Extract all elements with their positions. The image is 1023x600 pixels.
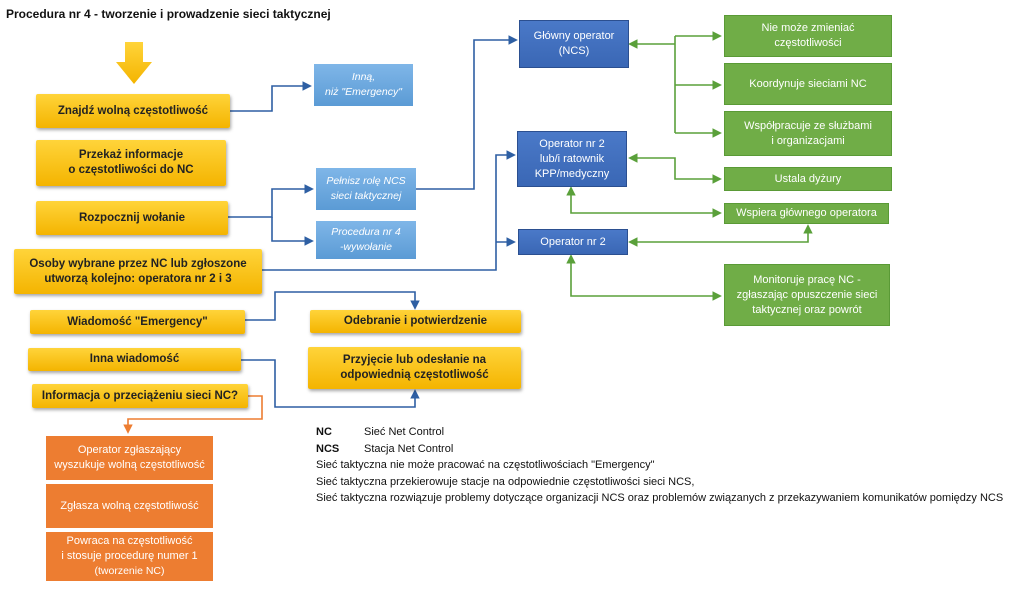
other-message-box: Inna wiadomość	[28, 348, 241, 371]
link-find-other	[230, 81, 312, 112]
duty-box: Ustala dyżury	[724, 167, 892, 191]
accept-redirect-box: Przyjęcie lub odesłanie na odpowiednią c…	[308, 347, 521, 389]
no-freq-change-line1: Nie może zmieniać	[761, 22, 855, 34]
link-emergency-receive	[245, 291, 420, 321]
diagram-title: Procedura nr 4 - tworzenie i prowadzenie…	[6, 7, 331, 21]
start-arrow-icon	[116, 42, 152, 84]
emergency-box: Wiadomość "Emergency"	[30, 310, 245, 334]
report-frequency-box: Zgłasza wolną częstotliwość	[46, 484, 213, 528]
legend-ncs-text: Stacja Net Control	[364, 442, 454, 455]
start-call-label: Rozpocznij wołanie	[78, 211, 186, 224]
legend-line1: Sieć taktyczna nie może pracować na częs…	[316, 459, 655, 471]
ncs-role-box: Pełnisz rolę NCS sieci taktycznej	[316, 168, 416, 210]
legend: NC Sieć Net Control NCS Stacja Net Control…	[316, 424, 1003, 507]
overload-label: Informacja o przeciążeniu sieci NC?	[41, 389, 239, 402]
operator3-box: Operator nr 2	[518, 229, 628, 255]
find-frequency-label: Znajdź wolną częstotliwość	[57, 104, 209, 117]
link-op3-support	[628, 224, 813, 247]
link-op2-duty	[628, 153, 722, 184]
cooperates-box: Współpracuje ze służbami i organizacjami	[724, 111, 892, 156]
operator2-line3: KPP/medyczny	[534, 167, 610, 180]
legend-line3: Sieć taktyczna rozwiązuje problemy dotyc…	[316, 492, 1004, 504]
link-overload-orange	[123, 395, 263, 434]
monitor-line2: zgłaszając opuszczenie sieci	[736, 288, 878, 301]
link-role-main	[416, 35, 518, 190]
operator2-line2: lub/i ratownik	[539, 152, 605, 165]
procedure-call-line2: -wywołanie	[340, 241, 392, 253]
link-call-role	[228, 184, 314, 218]
accept-redirect-line1: Przyjęcie lub odesłanie na	[342, 354, 487, 366]
pass-info-line1: Przekaż informacje	[78, 149, 184, 161]
receive-confirm-label: Odebranie i potwierdzenie	[343, 315, 488, 327]
other-than-emergency-line2: niż "Emergency"	[325, 86, 402, 98]
other-than-emergency-line1: Inną,	[351, 71, 376, 83]
persons-line1: Osoby wybrane przez NC lub zgłoszone	[29, 257, 247, 270]
coordinates-label: Koordynuje sieciami NC	[749, 77, 867, 90]
pass-info-line2: o częstotliwości do NC	[68, 164, 194, 176]
link-call-proc	[271, 217, 314, 246]
persons-line2: utworzą kolejno: operatora nr 2 i 3	[44, 272, 232, 285]
return-frequency-line2: i stosuje procedurę numer 1	[61, 550, 198, 562]
main-operator-line2: (NCS)	[558, 45, 590, 57]
return-frequency-line3: (tworzenie NC)	[94, 565, 165, 577]
ncs-role-line1: Pełnisz rolę NCS	[326, 175, 406, 187]
return-frequency-line1: Powraca na częstotliwość	[66, 535, 193, 547]
ncs-role-line2: sieci taktycznej	[330, 190, 402, 202]
find-frequency-box: Znajdź wolną częstotliwość	[36, 94, 230, 128]
support-box: Wspiera głównego operatora	[724, 203, 889, 224]
main-operator-line1: Główny operator	[533, 30, 615, 42]
link-op3-monitor	[566, 254, 722, 301]
operator2-box: Operator nr 2 lub/i ratownik KPP/medyczn…	[517, 131, 627, 187]
procedure-call-box: Procedura nr 4 -wywołanie	[316, 221, 416, 259]
other-than-emergency-box: Inną, niż "Emergency"	[314, 64, 413, 106]
other-message-label: Inna wiadomość	[89, 353, 180, 365]
emergency-label: Wiadomość "Emergency"	[67, 315, 208, 328]
legend-nc-text: Sieć Net Control	[364, 426, 445, 438]
return-frequency-box: Powraca na częstotliwość i stosuje proce…	[46, 532, 213, 581]
link-other-accept	[241, 359, 420, 408]
no-freq-change-line2: częstotliwości	[774, 37, 842, 49]
link-persons-op2	[262, 150, 516, 271]
legend-ncs: NCS Stacja Net Control	[316, 441, 1003, 458]
link-op2-support	[566, 186, 722, 218]
cooperates-line1: Współpracuje ze służbami	[744, 119, 872, 132]
report-frequency-label: Zgłasza wolną częstotliwość	[60, 499, 199, 512]
procedure-call-line1: Procedura nr 4	[331, 226, 401, 238]
persons-box: Osoby wybrane przez NC lub zgłoszone utw…	[14, 249, 262, 294]
accept-redirect-line2: odpowiednią częstotliwość	[340, 369, 489, 381]
cooperates-line2: i organizacjami	[771, 134, 845, 147]
no-freq-change-box: Nie może zmieniać częstotliwości	[724, 15, 892, 57]
legend-nc-abbr: NC	[316, 426, 332, 438]
monitor-line1: Monitoruje pracę NC -	[753, 273, 861, 286]
monitor-box: Monitoruje pracę NC - zgłaszając opuszcz…	[724, 264, 890, 326]
legend-nc: NC Sieć Net Control	[316, 424, 1003, 441]
overload-box: Informacja o przeciążeniu sieci NC?	[32, 384, 248, 408]
operator-search-line1: Operator zgłaszający	[77, 444, 182, 456]
support-label: Wspiera głównego operatora	[736, 207, 877, 219]
operator-search-box: Operator zgłaszający wyszukuje wolną czę…	[46, 436, 213, 480]
operator-search-line2: wyszukuje wolną częstotliwość	[54, 459, 205, 471]
duty-label: Ustala dyżury	[774, 172, 842, 185]
monitor-line3: taktycznej oraz powrót	[752, 303, 862, 316]
legend-ncs-abbr: NCS	[316, 442, 340, 455]
operator2-line1: Operator nr 2	[539, 137, 605, 150]
main-operator-box: Główny operator (NCS)	[519, 20, 629, 68]
operator3-label: Operator nr 2	[540, 235, 606, 248]
pass-info-box: Przekaż informacje o częstotliwości do N…	[36, 140, 226, 186]
receive-confirm-box: Odebranie i potwierdzenie	[310, 310, 521, 333]
coordinates-box: Koordynuje sieciami NC	[724, 63, 892, 105]
legend-line2: Sieć taktyczna przekierowuje stacje na o…	[316, 475, 695, 488]
start-call-box: Rozpocznij wołanie	[36, 201, 228, 235]
